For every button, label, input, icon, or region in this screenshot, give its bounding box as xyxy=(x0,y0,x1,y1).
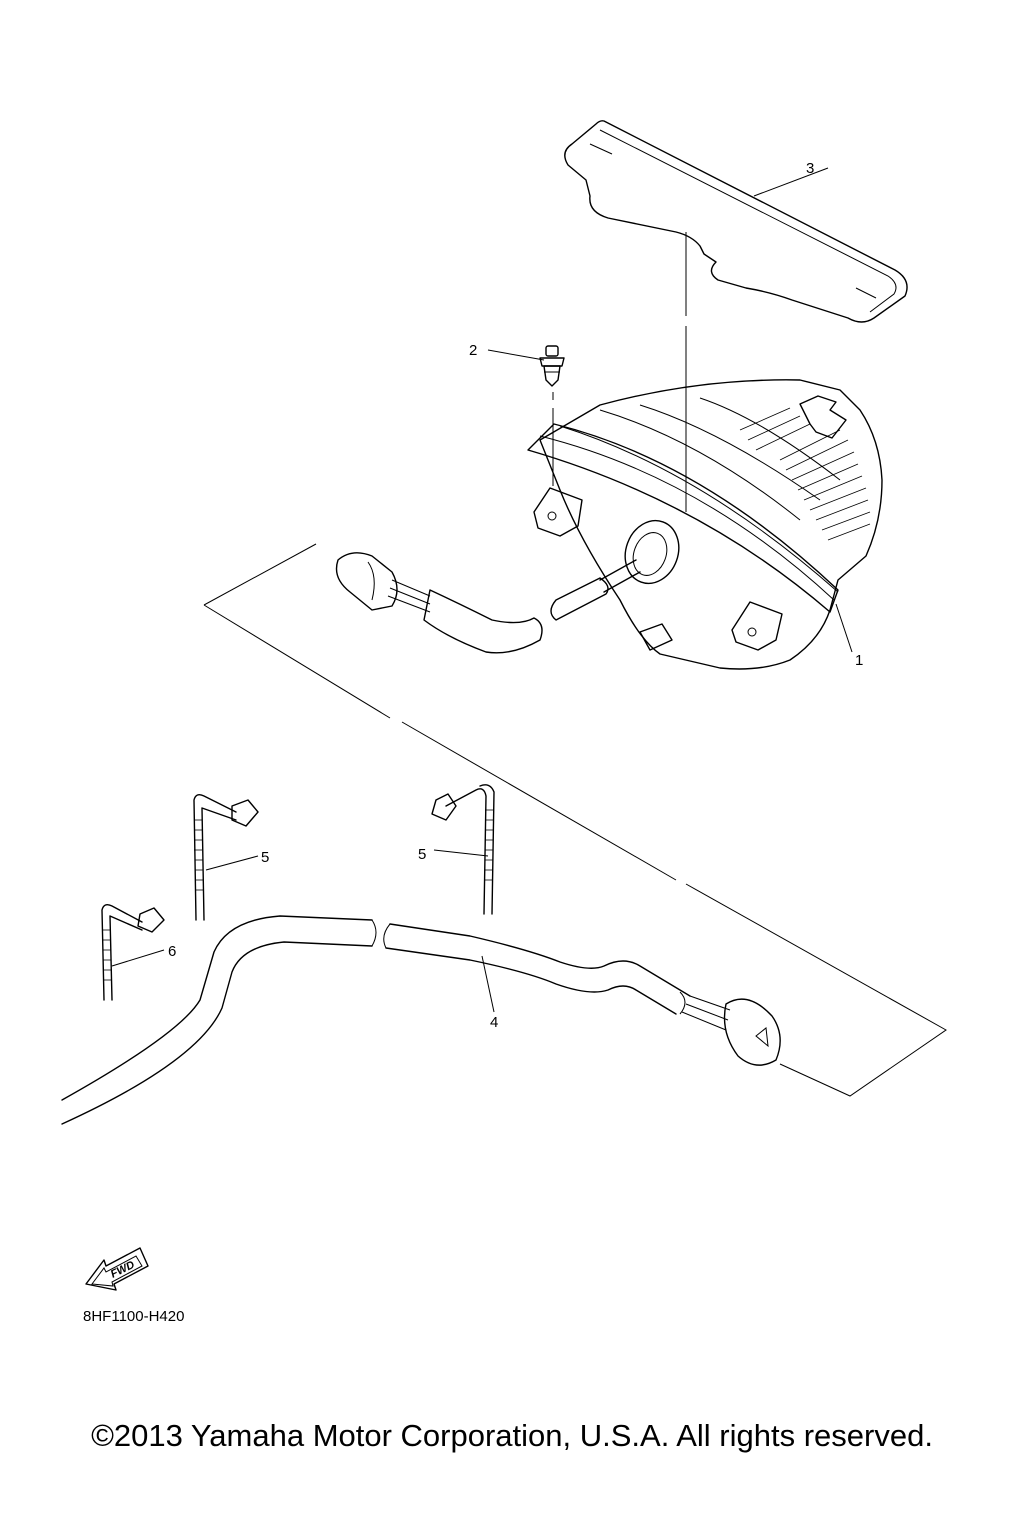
boundary-plane xyxy=(203,232,947,1097)
lens-plate xyxy=(564,120,908,323)
screw xyxy=(539,345,565,387)
fwd-arrow-icon: FWD xyxy=(85,1247,149,1291)
leader-lines xyxy=(111,167,853,1013)
callout-tail-light: 1 xyxy=(855,652,863,669)
callout-band-upper-right: 5 xyxy=(418,846,426,863)
copyright-notice: ©2013 Yamaha Motor Corporation, U.S.A. A… xyxy=(91,1418,933,1453)
callout-band-upper-left: 5 xyxy=(261,849,269,866)
cable-band-lower-left xyxy=(101,903,165,1001)
wire-harness xyxy=(61,915,781,1125)
light-connector xyxy=(335,552,543,654)
callout-band-lower-left: 6 xyxy=(168,943,176,960)
callout-lens: 3 xyxy=(806,160,814,177)
callout-harness: 4 xyxy=(490,1014,498,1031)
part-code: 8HF1100-H420 xyxy=(83,1308,185,1325)
cable-band-upper-left xyxy=(193,793,259,921)
callout-screw: 2 xyxy=(469,342,477,359)
tail-light-housing xyxy=(527,379,883,670)
cable-band-upper-right xyxy=(431,784,495,915)
